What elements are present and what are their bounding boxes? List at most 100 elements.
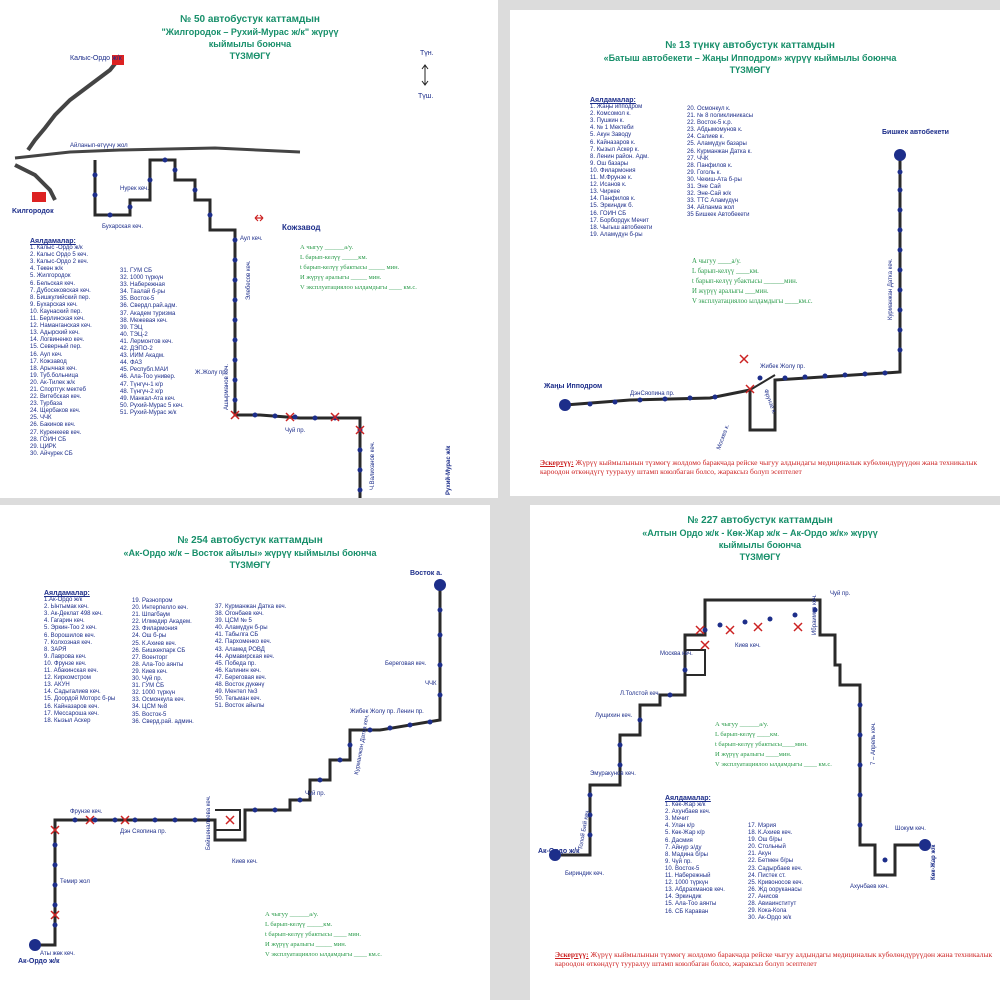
route-227-title: № 227 автобустук каттамдын «Алтын Ордо ж…	[642, 515, 878, 562]
stop-list-item: 17. Мэрия	[748, 823, 777, 829]
stop-list-item: 30. Ак-Ордо ж/к	[748, 915, 792, 922]
stop-list-item: 17. Борбордук Мечит	[590, 217, 649, 224]
route-stat-line: t барып-келүү убактысы _____ мин.	[300, 264, 400, 271]
stop-list-item: 7. Айнур э/ду	[665, 844, 702, 851]
stop-list-item: 45. Республ.МАИ	[120, 367, 169, 374]
route-stat-line: L барып-келүү ____км.	[715, 731, 779, 738]
stop-list-item: 41. Табылга СБ	[215, 632, 259, 639]
stop-list-item: 29. Гоголь к.	[687, 169, 722, 176]
biridik-label: Бириндик кеч.	[565, 871, 604, 877]
akordo-label: Ак-Ордо ж/к	[18, 958, 60, 965]
stop-list-item: 39. ТЭЦ	[120, 324, 143, 331]
rukhiy-label: Рухий-Мурас ж/к	[445, 446, 452, 495]
stop-list-item: 1. Жаңы ипподром	[590, 104, 643, 111]
kiev-label: Киев кеч.	[735, 643, 761, 649]
stop-list-item: 13. АКУН	[44, 682, 70, 689]
stop-list-item: 9. Бухарская кеч.	[30, 301, 78, 308]
stop-list-item: 40. Аламүдүн б-ры	[215, 625, 268, 632]
stop-list-item: 26. Бакинов кеч.	[30, 422, 76, 429]
stop-list-item: 19. Разнопром	[132, 598, 173, 604]
stop-list-item: 15. Северный пер.	[30, 344, 82, 351]
stop-list-item: 51. Восток айылы	[215, 703, 265, 710]
kozhzavod-label: Кожзавод	[282, 223, 320, 232]
stop-list-item: 21. Акун	[748, 851, 772, 858]
stop-list-item: 30. Айчурек СБ	[30, 450, 73, 457]
route-stat-line: V эксплуатациялоо ылдамдыгы ____ км.с.	[300, 284, 417, 291]
route-50-title: № 50 автобустук каттамдын "Жилгородок – …	[161, 14, 339, 61]
stop-list-item: 30. Чуй пр.	[132, 676, 163, 683]
zhibek-label: Ж.Жолу пр.	[195, 370, 228, 376]
stop-list-item: 23. Турбаза	[30, 401, 63, 408]
stop-list-item: 13. Адырский кеч.	[30, 330, 80, 337]
stop-list-item: 2. Комсомол к.	[590, 111, 631, 118]
route-13-stops	[559, 149, 906, 411]
route-227-stats: А чыгуу ______а/у.L барып-келүү ____км.t…	[715, 720, 865, 770]
route-stat-line: L барып-келүү _____км.	[300, 254, 368, 261]
stop-list-item: 16. Аул кеч.	[30, 351, 63, 358]
stop-list-item: 36. Свердл.рай.адм.	[120, 303, 177, 310]
stop-list-item: 15. Доордой Моторс б-ры	[44, 696, 116, 703]
stop-list-item: 28. Ала-Тоо аянты	[132, 661, 184, 668]
stop-list-item: 33. Набережная	[120, 282, 165, 289]
stop-list-item: 37. Курманжан Датка кеч.	[215, 604, 287, 610]
kurmanjan-label: Курманжан Датка кеч.	[354, 714, 371, 776]
stop-list-item: 25. Кривоносов кеч.	[748, 879, 804, 886]
stop-list-item: 21. Спортгук мектеб	[30, 386, 86, 393]
valikhanov-label: Ч.Валиханов кеч.	[370, 441, 376, 490]
stop-list-item: 13. Абдрахманов кеч.	[665, 887, 725, 894]
stop-list-item: 32. Эне-Сай ж/к	[687, 191, 732, 198]
stop-list-item: 46. Ала-Тоо универ.	[120, 374, 176, 381]
dzhesoopina-label: ДэнСяопина пр.	[630, 391, 675, 397]
north-label: Түн.	[420, 50, 434, 57]
route-stat-line: V эксплуатациялоо ылдамдыгы ____ км.с.	[265, 951, 382, 958]
stop-list-item: 33. Осмонкула кеч.	[132, 697, 186, 704]
stop-list-item: 18. Кызыл Аскер	[44, 717, 91, 724]
route-227-note: Эскертүү: Жүрүү кыймылынын түзмөгү жолдо…	[555, 950, 993, 968]
aty-label: Аты жөк кеч.	[40, 951, 75, 957]
route-stat-line: А чыгуу ______а/у.	[715, 721, 769, 728]
stop-list-item: 34. Таалай б-ры	[120, 289, 166, 296]
stop-list-item: 23. Абдымомунов к.	[687, 127, 743, 134]
stop-list-item: 1. Калыс -Ордо ж/к	[30, 245, 83, 252]
stop-list-item: 43. ИИМ Акадм.	[120, 353, 165, 360]
stop-list-item: 32. 1000 түркүн	[132, 690, 176, 697]
bukharskaya-label: Бухарская кеч.	[102, 224, 143, 230]
stop-list-item: 11. Абакинская кеч.	[44, 668, 99, 675]
ibraimov-label: Ибраимов кеч.	[812, 594, 818, 635]
chk-label: ЧЧК	[425, 681, 437, 687]
stop-list-item: 20. Стольный	[748, 844, 786, 851]
stop-list-item: 21. № 8 поликлиникасы	[687, 113, 754, 120]
stop-list-item: 2. Ынтымак кеч.	[44, 604, 89, 611]
stop-list-item: 47. Түнгүч-1 к/р	[120, 381, 163, 388]
route-50-stops	[92, 157, 363, 493]
stop-list-item: 3. Ак-Деклат 498 кеч.	[44, 611, 103, 618]
stop-list-item: 27. Анисов	[748, 893, 779, 900]
stop-list-item: 31. ГУМ СБ	[132, 683, 165, 690]
route-254-title: № 254 автобустук каттамдын «Ак-Ордо ж/к …	[123, 535, 377, 570]
kiev-label: Киев кеч.	[232, 859, 258, 865]
route-stat-line: t барып-келүү убактысы ______мин.	[692, 278, 798, 285]
route-stat-line: А чыгуу ______а/у.	[300, 244, 354, 251]
route-254-stops	[29, 579, 446, 951]
stop-list-item: 10. Филармония	[590, 167, 636, 174]
route-stat-line: И жүрүү аралыгы ___мин.	[692, 288, 769, 295]
stop-list-item: 14. Садыгалиев кеч.	[44, 689, 101, 696]
stop-list-item: 11. М.Фрунзе к.	[590, 175, 633, 182]
stop-list-item: 4. Төкөн ж/к	[30, 266, 63, 273]
stop-list-item: 5. Жилгородок	[30, 273, 71, 280]
dzhesoopina-label: Дэн Сяопина пр.	[120, 829, 167, 835]
stop-list-item: 24. Ош б-ры	[132, 633, 167, 640]
stop-list-item: 10. Каунаский пер.	[30, 308, 83, 315]
stop-list-item: 51. Рухий-Мурас ж/к	[120, 409, 177, 416]
stop-list-item: 16. СБ Караван	[665, 908, 709, 915]
stop-list-item: 38. Межевая кеч.	[120, 317, 168, 324]
akordo-label: Ак-Ордо ж/к	[538, 848, 580, 855]
stop-list-item: 12. Киркомстром	[44, 675, 91, 682]
stop-list-item: 20. Осмонкул к.	[687, 106, 731, 112]
zhany-label: Жаңы Ипподром	[543, 383, 602, 390]
stop-list-item: 43. Аламед РОВД	[215, 646, 265, 653]
stop-list-item: 48. Түнгүч-2 к/р	[120, 388, 163, 395]
route-stat-line: L барып-келүү ____км.	[692, 268, 759, 275]
